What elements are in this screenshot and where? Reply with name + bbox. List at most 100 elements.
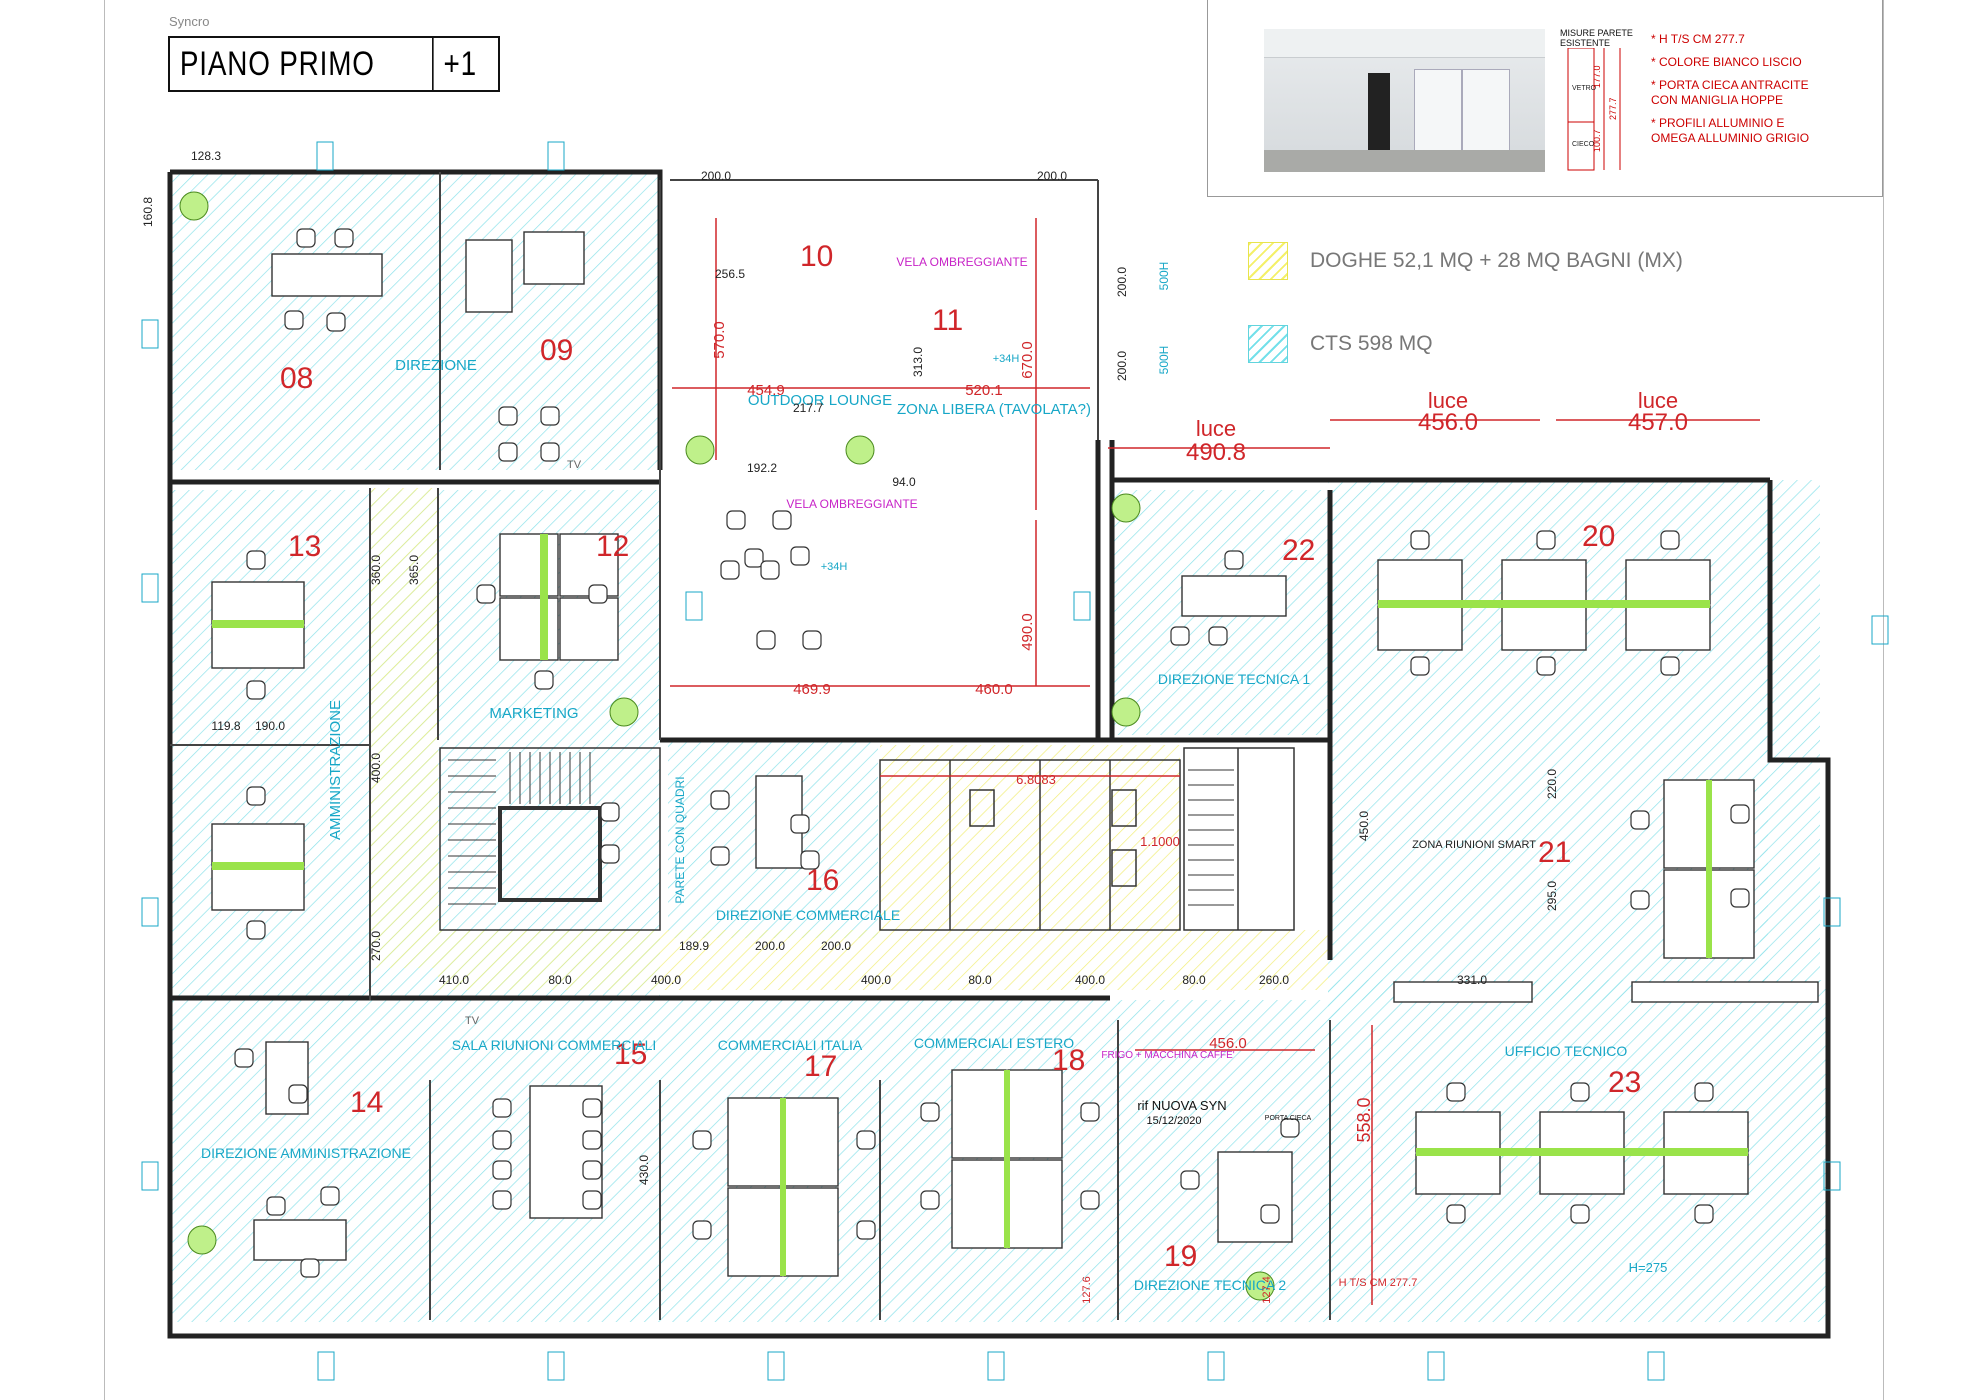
stair-treads bbox=[448, 752, 1234, 906]
window-tag bbox=[1823, 1161, 1841, 1191]
green-divider bbox=[540, 534, 548, 660]
window-tag bbox=[1207, 1351, 1225, 1381]
chair bbox=[320, 1186, 340, 1206]
room-number-17: 17 bbox=[804, 1050, 837, 1083]
chair bbox=[246, 680, 266, 700]
chair bbox=[540, 442, 560, 462]
dim-200-top2: 200.0 bbox=[1037, 169, 1067, 183]
dim-160: 160.8 bbox=[141, 197, 155, 227]
dim-200-top: 200.0 bbox=[701, 169, 731, 183]
room-number-21: 21 bbox=[1538, 836, 1571, 869]
chair bbox=[1730, 804, 1750, 824]
chair bbox=[1080, 1102, 1100, 1122]
dim-260: 260.0 bbox=[1259, 973, 1289, 987]
plant bbox=[1111, 493, 1141, 523]
desk bbox=[271, 253, 383, 297]
height-tag-2: +34H bbox=[821, 561, 848, 573]
parete-label: PARETE CON QUADRI bbox=[673, 776, 687, 903]
chair bbox=[498, 442, 518, 462]
dim-1100: 1.1000 bbox=[1140, 834, 1180, 849]
dim-670: 670.0 bbox=[1019, 341, 1036, 379]
luce-label-2: luce bbox=[1428, 388, 1468, 413]
dim-119: 119.8 bbox=[211, 719, 240, 733]
chair bbox=[1570, 1082, 1590, 1102]
chair bbox=[582, 1098, 602, 1118]
desk bbox=[1663, 1153, 1749, 1195]
room-number-12: 12 bbox=[596, 530, 629, 563]
chair bbox=[1410, 530, 1430, 550]
window-tag bbox=[141, 1161, 159, 1191]
dim-500h-2: 500H bbox=[1157, 346, 1171, 375]
chair bbox=[1570, 1204, 1590, 1224]
window-tag bbox=[1823, 897, 1841, 927]
vela-label-1: VELA OMBREGGIANTE bbox=[896, 255, 1027, 269]
rif-label: rif NUOVA SYN bbox=[1137, 1098, 1226, 1113]
svg-text:VETRO: VETRO bbox=[1572, 85, 1597, 92]
desk bbox=[499, 597, 559, 661]
window-tag bbox=[547, 141, 565, 171]
plant bbox=[1111, 697, 1141, 727]
desk bbox=[1181, 575, 1287, 617]
plant bbox=[179, 191, 209, 221]
legend-cts: CTS 598 MQ bbox=[1248, 325, 1433, 363]
h275-label: H=275 bbox=[1629, 1260, 1668, 1275]
chair bbox=[246, 920, 266, 940]
desk-layer bbox=[211, 231, 1819, 1277]
room-name-14: DIREZIONE AMMINISTRAZIONE bbox=[201, 1145, 411, 1161]
chair bbox=[710, 790, 730, 810]
dim-500h-1: 500H bbox=[1157, 262, 1171, 291]
green-divider bbox=[1004, 1070, 1010, 1248]
dim-192: 192.2 bbox=[747, 461, 777, 475]
window-tag bbox=[141, 897, 159, 927]
chair bbox=[492, 1160, 512, 1180]
chair bbox=[756, 630, 776, 650]
chair bbox=[856, 1130, 876, 1150]
window-tag bbox=[316, 141, 334, 171]
dim-410: 410.0 bbox=[439, 973, 469, 987]
sheet-frame bbox=[104, 0, 1884, 1400]
chair bbox=[288, 1084, 308, 1104]
chair bbox=[300, 1258, 320, 1278]
window-tag bbox=[141, 319, 159, 349]
chair bbox=[1410, 656, 1430, 676]
chair bbox=[920, 1102, 940, 1122]
desk bbox=[1625, 605, 1711, 651]
room-number-09: 09 bbox=[540, 334, 573, 367]
floor-level: +1 bbox=[431, 38, 487, 90]
desk bbox=[1539, 1153, 1625, 1195]
desk bbox=[1217, 1151, 1293, 1243]
room-number-15: 15 bbox=[614, 1038, 647, 1071]
dim-270: 270.0 bbox=[369, 931, 383, 961]
wall-spec-notes: * H T/S CM 277.7 * COLORE BIANCO LISCIO … bbox=[1651, 32, 1810, 145]
chair bbox=[234, 1048, 254, 1068]
chair bbox=[790, 814, 810, 834]
chair bbox=[246, 786, 266, 806]
desk bbox=[727, 1187, 783, 1277]
inner-walls bbox=[170, 172, 1331, 1320]
dim-256: 256.5 bbox=[715, 267, 745, 281]
svg-text:CIECO: CIECO bbox=[1572, 141, 1595, 148]
dim-360: 360.0 bbox=[369, 555, 383, 585]
dim-189: 189.9 bbox=[679, 939, 709, 953]
frigo-label: FRIGO + MACCHINA CAFFE' bbox=[1101, 1050, 1234, 1061]
window-tag bbox=[987, 1351, 1005, 1381]
chair bbox=[856, 1220, 876, 1240]
dim-80-b: 80.0 bbox=[968, 973, 992, 987]
chair bbox=[582, 1130, 602, 1150]
window-tags bbox=[141, 141, 1889, 1381]
window-tag bbox=[1647, 1351, 1665, 1381]
window-tag bbox=[1073, 591, 1091, 621]
chair bbox=[1224, 550, 1244, 570]
floor-title: PIANO PRIMO bbox=[179, 44, 375, 83]
plant bbox=[609, 697, 639, 727]
legend-doghe: DOGHE 52,1 MQ + 28 MQ BAGNI (MX) bbox=[1248, 242, 1683, 280]
desk bbox=[1007, 1159, 1063, 1249]
dim-400-c: 400.0 bbox=[1075, 973, 1105, 987]
desk bbox=[1415, 1153, 1501, 1195]
chair bbox=[1630, 890, 1650, 910]
stairs-right bbox=[1183, 747, 1295, 931]
svg-text:177.0: 177.0 bbox=[1592, 65, 1602, 88]
room-name-09: DIREZIONE bbox=[395, 357, 477, 374]
